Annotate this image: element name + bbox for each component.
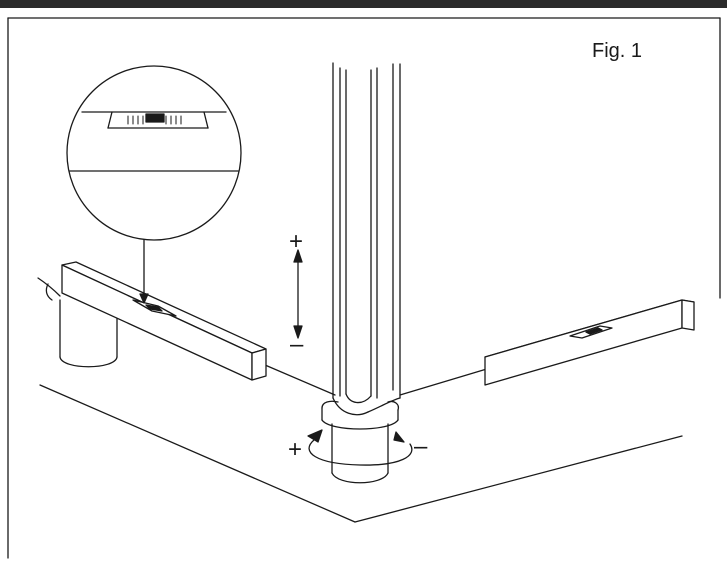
magnifier-detail bbox=[66, 65, 242, 241]
adjustable-foot bbox=[321, 400, 400, 484]
zoom-pointer bbox=[139, 237, 149, 304]
rotation-arrow bbox=[307, 429, 413, 466]
left-counter-edge bbox=[37, 277, 336, 396]
right-spirit-level bbox=[484, 299, 695, 386]
right-level-vial bbox=[569, 325, 613, 339]
height-plus-sign: + bbox=[289, 228, 304, 255]
rotation-plus-sign: + bbox=[288, 436, 303, 463]
rotation-minus-sign: – bbox=[414, 433, 428, 460]
appliance-column bbox=[332, 62, 401, 416]
figure-label: Fig. 1 bbox=[592, 40, 643, 62]
floor-outline bbox=[39, 384, 683, 523]
left-level-vial bbox=[132, 299, 177, 317]
left-spirit-level bbox=[61, 261, 267, 381]
left-foot bbox=[59, 299, 118, 368]
top-rule bbox=[0, 0, 727, 8]
height-minus-sign: – bbox=[290, 331, 304, 358]
right-counter-edge bbox=[399, 367, 491, 396]
height-arrow bbox=[293, 249, 303, 339]
frame-border bbox=[7, 17, 721, 559]
